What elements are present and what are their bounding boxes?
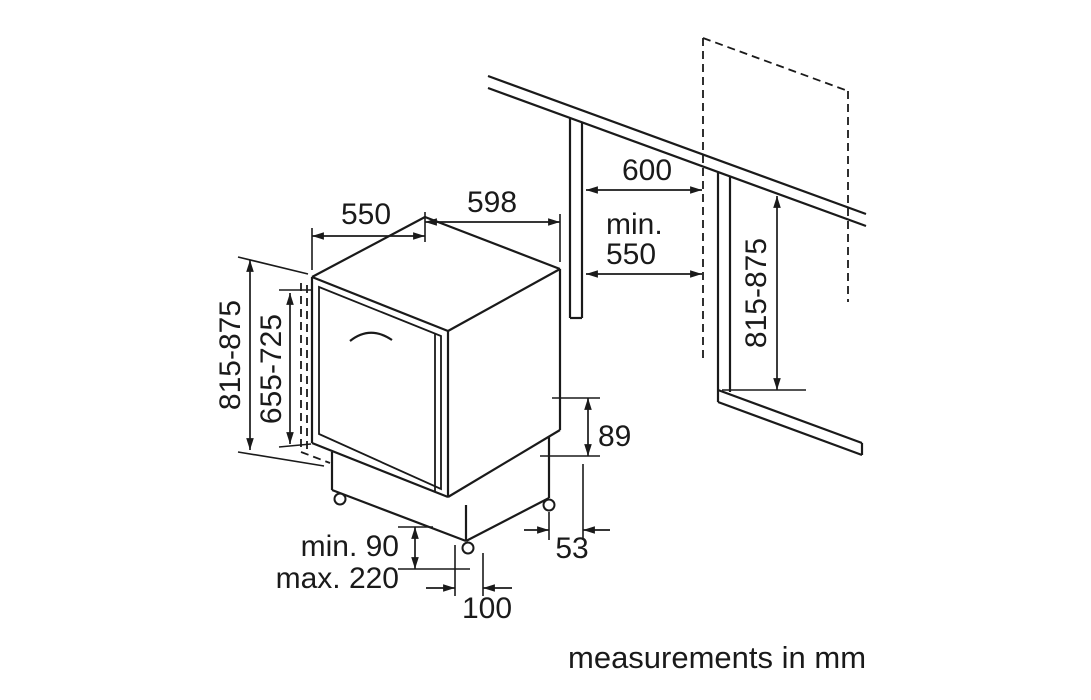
- dim-top-depth: 550: [311, 198, 426, 270]
- dim-worktop-depth: 600: [586, 154, 702, 194]
- front-left-foot: [333, 492, 347, 506]
- worktop-lines: [487, 74, 867, 228]
- dishwasher-base-and-feet: [330, 436, 556, 555]
- dim-label-niche-height: 815-875: [740, 238, 773, 348]
- dim-label-appliance-height: 815-875: [214, 300, 247, 410]
- rear-foot: [542, 498, 556, 512]
- dim-label-niche-depth-min: min.: [606, 208, 663, 241]
- right-base-cabinet: [716, 172, 864, 457]
- dim-label-niche-depth-value: 550: [606, 238, 656, 271]
- dim-label-appliance-width: 598: [467, 186, 517, 219]
- dim-label-front-foot-offset: 100: [462, 592, 512, 625]
- measurements-footnote: measurements in mm: [568, 640, 866, 675]
- dishwasher-side-panel: [447, 269, 562, 498]
- dim-appliance-width: 598: [425, 186, 561, 262]
- front-right-foot: [461, 541, 475, 555]
- dim-front-foot-offset: 100: [426, 545, 512, 625]
- dim-label-plinth-max: max. 220: [276, 562, 399, 595]
- dim-plinth-height: min. 90 max. 220: [276, 526, 470, 595]
- dim-rear-foot-offset: 53: [524, 464, 610, 565]
- dim-niche-height: 815-875: [722, 196, 806, 391]
- niche-left-wall: [568, 118, 584, 320]
- dishwasher-top-face: [311, 215, 561, 333]
- dim-label-plinth-min: min. 90: [301, 530, 399, 563]
- dim-label-rear-foot-offset: 53: [555, 532, 588, 565]
- furniture-door-dashed-outline: [300, 283, 331, 464]
- dim-label-worktop-depth: 600: [622, 154, 672, 187]
- dim-base-rear-height: 89: [540, 397, 631, 457]
- dim-label-door-panel-height: 655-725: [255, 314, 288, 424]
- dashed-cabinet-outline: [702, 37, 849, 360]
- dim-label-base-rear-height: 89: [598, 420, 631, 453]
- dim-door-panel-height: 655-725: [255, 289, 312, 448]
- door-handle-curve: [349, 331, 393, 342]
- dim-label-top-depth: 550: [341, 198, 391, 231]
- dim-appliance-height: 815-875: [214, 256, 325, 467]
- dishwasher-front-door: [310, 277, 450, 499]
- dim-niche-depth: min. 550: [586, 208, 702, 278]
